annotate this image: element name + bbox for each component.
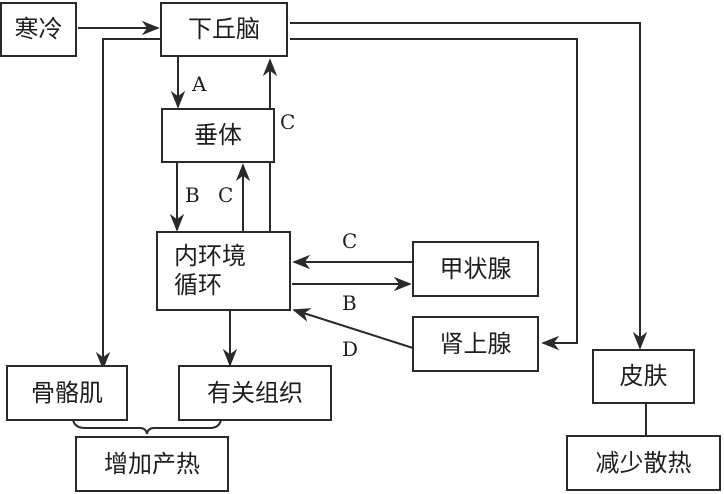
node-adrenal: 肾上腺 — [412, 316, 539, 372]
node-internal-environment: 内环境 循环 — [156, 231, 291, 311]
node-pituitary: 垂体 — [161, 108, 275, 163]
label-thyroid-to-env: C — [342, 229, 358, 253]
arrow-hypothalamus-to-skeletal-muscle — [95, 38, 160, 370]
arrow-hypothalamus-to-adrenal — [290, 38, 578, 351]
label-adrenal-to-env: D — [342, 337, 359, 361]
node-reduce-heat-loss: 减少散热 — [566, 435, 721, 491]
node-skin: 皮肤 — [592, 349, 695, 404]
label-env-to-hyp: C — [280, 110, 296, 134]
label-pit-to-env: B — [185, 183, 200, 207]
node-skeletal-muscle: 骨骼肌 — [6, 365, 128, 421]
brace-heat-production — [72, 419, 222, 435]
node-increase-heat-production: 增加产热 — [75, 436, 229, 492]
node-cold: 寒冷 — [0, 2, 77, 57]
label-env-to-pit: C — [218, 183, 234, 207]
arrow-adrenal-to-env — [292, 308, 414, 349]
label-env-to-thyroid: B — [342, 291, 357, 315]
node-hypothalamus: 下丘脑 — [160, 2, 288, 57]
arrow-hypothalamus-to-skin — [290, 22, 648, 350]
node-related-tissue: 有关组织 — [178, 365, 332, 421]
label-hyp-to-pit: A — [192, 72, 207, 96]
node-thyroid: 甲状腺 — [412, 241, 539, 297]
